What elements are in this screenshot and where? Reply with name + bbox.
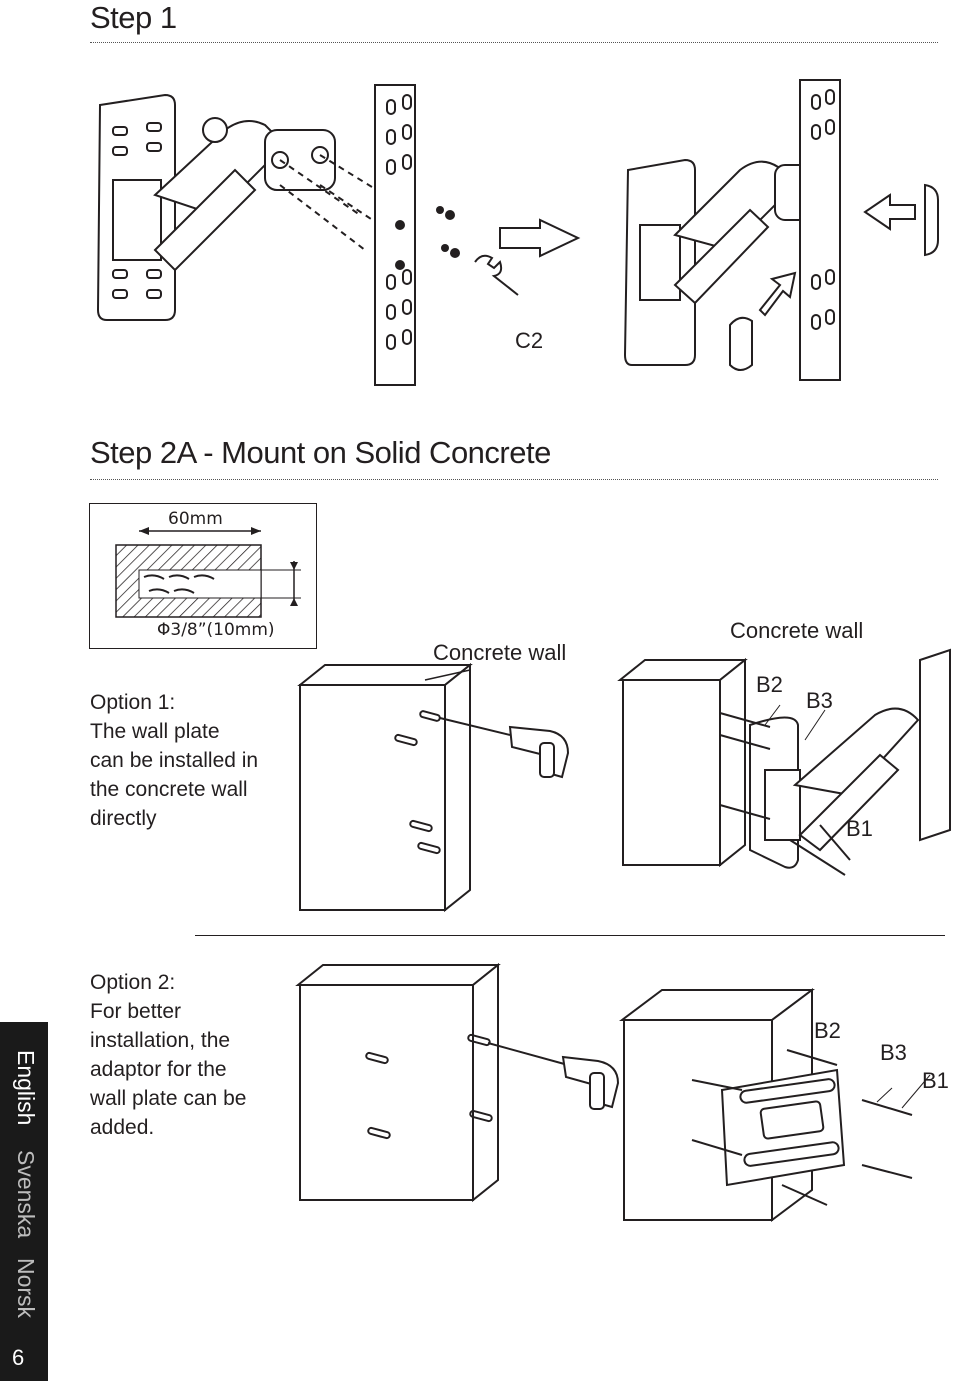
concrete-wall-drill-illustration-2 — [295, 962, 620, 1203]
option2-line: adaptor for the — [90, 1058, 227, 1081]
part-label-b3-option2: B3 — [880, 1040, 907, 1065]
language-sidebar: English Svenska Norsk 6 — [0, 1022, 48, 1381]
part-label-b3: B3 — [806, 688, 833, 713]
option1-line: the concrete wall — [90, 778, 248, 801]
option1-line: directly — [90, 807, 157, 830]
wrench-icon — [474, 254, 519, 296]
depth-dimension: 60mm — [168, 509, 223, 529]
assembled-arm-illustration — [623, 79, 939, 381]
part-label-c2: C2 — [515, 328, 544, 353]
option2-text: Option 2: For better installation, the a… — [90, 968, 246, 1142]
page-number: 6 — [12, 1345, 25, 1370]
option2-line: For better — [90, 1000, 182, 1023]
part-label-b1-option2: B1 — [922, 1068, 949, 1093]
diameter-dimension: Φ3/8”(10mm) — [157, 620, 275, 640]
language-tab-norsk[interactable]: Norsk — [13, 1258, 39, 1319]
part-label-b1: B1 — [846, 816, 873, 841]
option1-line: can be installed in — [90, 749, 259, 772]
option1-line: Option 1: — [90, 691, 176, 714]
adaptor-plate-illustration — [619, 988, 931, 1222]
options-divider — [195, 935, 945, 936]
drill-hole-diagram — [115, 527, 301, 618]
part-label-b2-option2: B2 — [814, 1018, 841, 1043]
arm-assembly-illustration — [96, 84, 460, 386]
concrete-wall-label-right: Concrete wall — [730, 618, 864, 643]
arrow-right-icon — [499, 218, 581, 258]
language-tab-svenska[interactable]: Svenska — [13, 1150, 39, 1239]
option1-line: The wall plate — [90, 720, 220, 743]
part-label-b2: B2 — [756, 672, 783, 697]
drill-dimension-box — [89, 503, 317, 649]
wall-plate-mounted-illustration — [617, 648, 951, 876]
language-tab-english[interactable]: English — [13, 1050, 39, 1126]
concrete-wall-label-left: Concrete wall — [433, 640, 567, 665]
concrete-wall-drill-illustration — [297, 662, 570, 913]
step2a-heading: Step 2A - Mount on Solid Concrete — [90, 435, 551, 470]
wall-label-leader-left — [424, 669, 471, 681]
option1-text: Option 1: The wall plate can be installe… — [90, 688, 258, 833]
option2-line: wall plate can be — [90, 1087, 247, 1110]
option2-line: added. — [90, 1116, 155, 1139]
step1-heading: Step 1 — [90, 0, 177, 35]
step1-divider — [90, 42, 938, 43]
option2-line: installation, the — [90, 1029, 231, 1052]
step2a-divider — [90, 479, 938, 480]
option2-line: Option 2: — [90, 971, 176, 994]
